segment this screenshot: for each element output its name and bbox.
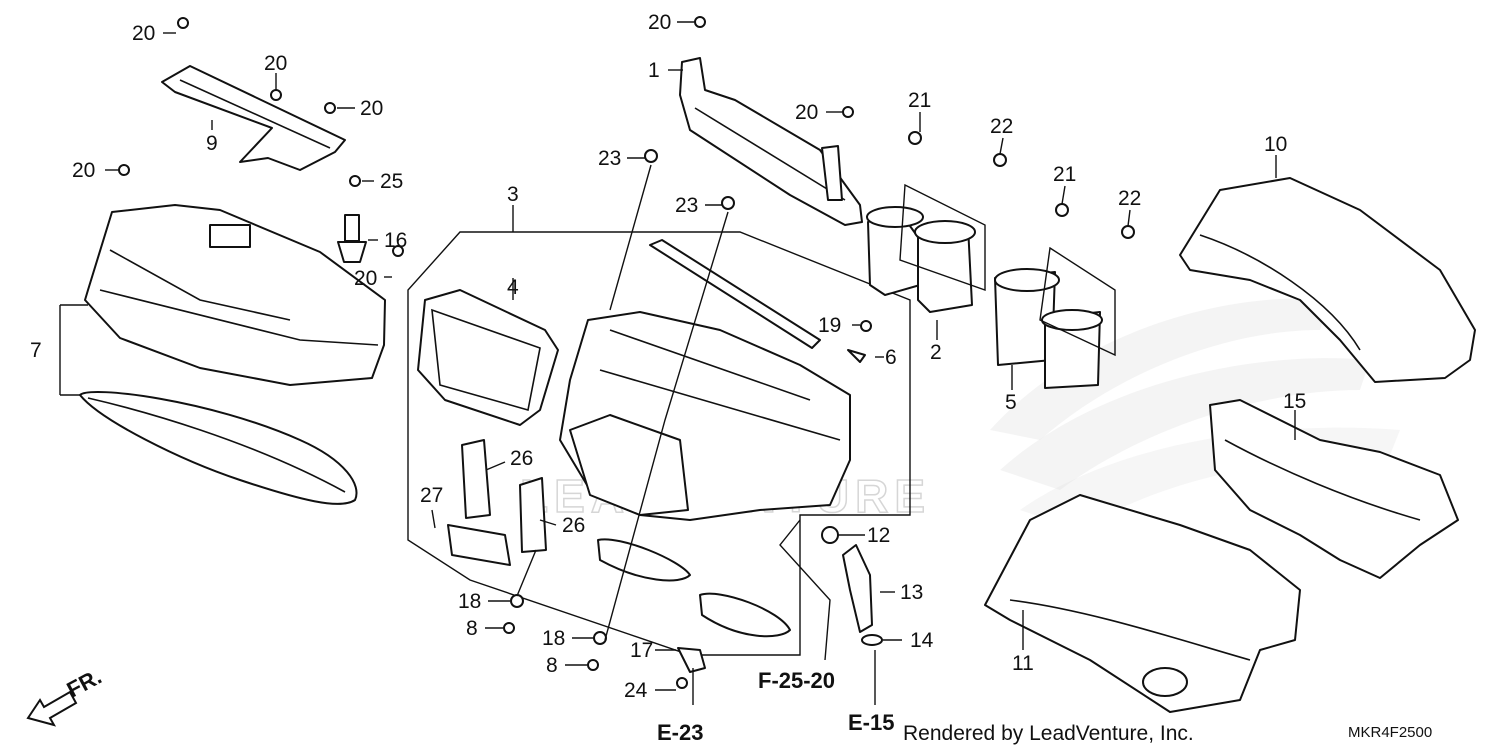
- callout-26: 26: [562, 514, 585, 537]
- callout-5: 5: [1005, 391, 1017, 414]
- callout-10: 10: [1264, 133, 1287, 156]
- footer-credit: Rendered by LeadVenture, Inc.: [903, 722, 1194, 745]
- callout-20: 20: [132, 22, 155, 45]
- part-3-outline: [407, 231, 911, 656]
- part-2-outline: [899, 183, 986, 291]
- part-15-cover: [1209, 399, 1459, 579]
- callout-20: 20: [72, 159, 95, 182]
- callout-6: 6: [885, 346, 897, 369]
- callout-20: 20: [264, 52, 287, 75]
- part-16-grommet: [337, 214, 367, 263]
- reference-e-15: E-15: [848, 710, 894, 735]
- part-11-cover: [984, 494, 1301, 713]
- front-arrow-icon: [26, 690, 78, 727]
- part-gaskets: [597, 538, 791, 638]
- callout-11: 11: [1012, 652, 1034, 675]
- callout-13: 13: [900, 581, 923, 604]
- callout-27: 27: [420, 484, 443, 507]
- reference-e-23: E-23: [657, 720, 703, 745]
- callout-20: 20: [648, 11, 671, 34]
- callout-25: 25: [380, 170, 403, 193]
- callout-14: 14: [910, 629, 934, 652]
- callout-20: 20: [354, 267, 377, 290]
- part-5-outline: [1039, 246, 1116, 357]
- leader-lines: [105, 21, 1296, 705]
- callout-24: 24: [624, 679, 648, 702]
- part-3-case: [559, 239, 851, 521]
- callout-18: 18: [542, 627, 565, 650]
- part-4-element: [417, 289, 559, 426]
- part-27-foam: [447, 524, 511, 566]
- callout-8: 8: [466, 617, 478, 640]
- callout-20: 20: [360, 97, 383, 120]
- part-7-gasket: [79, 391, 358, 505]
- callout-9: 9: [206, 132, 218, 155]
- callout-7: 7: [30, 339, 42, 362]
- diagram-code: MKR4F2500: [1348, 724, 1432, 741]
- part-5-funnels: [994, 268, 1103, 389]
- part-9-bracket: [161, 65, 346, 171]
- callout-26: 26: [510, 447, 533, 470]
- callout-22: 22: [1118, 187, 1141, 210]
- callout-19: 19: [818, 314, 841, 337]
- part-10-cover: [1179, 177, 1476, 383]
- part-7-cover: [84, 204, 386, 386]
- callout-22: 22: [990, 115, 1013, 138]
- callout-labels: 20 20 20 20 20 20 20 9 7 25 16 1 3 4 23 …: [30, 11, 1306, 702]
- callout-17: 17: [630, 639, 653, 662]
- callout-21: 21: [1053, 163, 1076, 186]
- part-26-foam: [461, 439, 547, 553]
- callout-20: 20: [795, 101, 818, 124]
- callout-18: 18: [458, 590, 481, 613]
- part-2-funnels: [866, 206, 976, 313]
- callout-4: 4: [507, 276, 519, 299]
- part-1-duct: [679, 57, 863, 226]
- callout-21: 21: [908, 89, 931, 112]
- callout-23: 23: [675, 194, 698, 217]
- callout-1: 1: [648, 59, 660, 82]
- part-12-13-14-tube: [821, 526, 883, 646]
- callout-16: 16: [384, 229, 407, 252]
- callout-2: 2: [930, 341, 942, 364]
- reference-f-25-20: F-25-20: [758, 668, 835, 693]
- callout-3: 3: [507, 183, 519, 206]
- callout-23: 23: [598, 147, 621, 170]
- callout-8: 8: [546, 654, 558, 677]
- callout-12: 12: [867, 524, 890, 547]
- callout-15: 15: [1283, 390, 1306, 413]
